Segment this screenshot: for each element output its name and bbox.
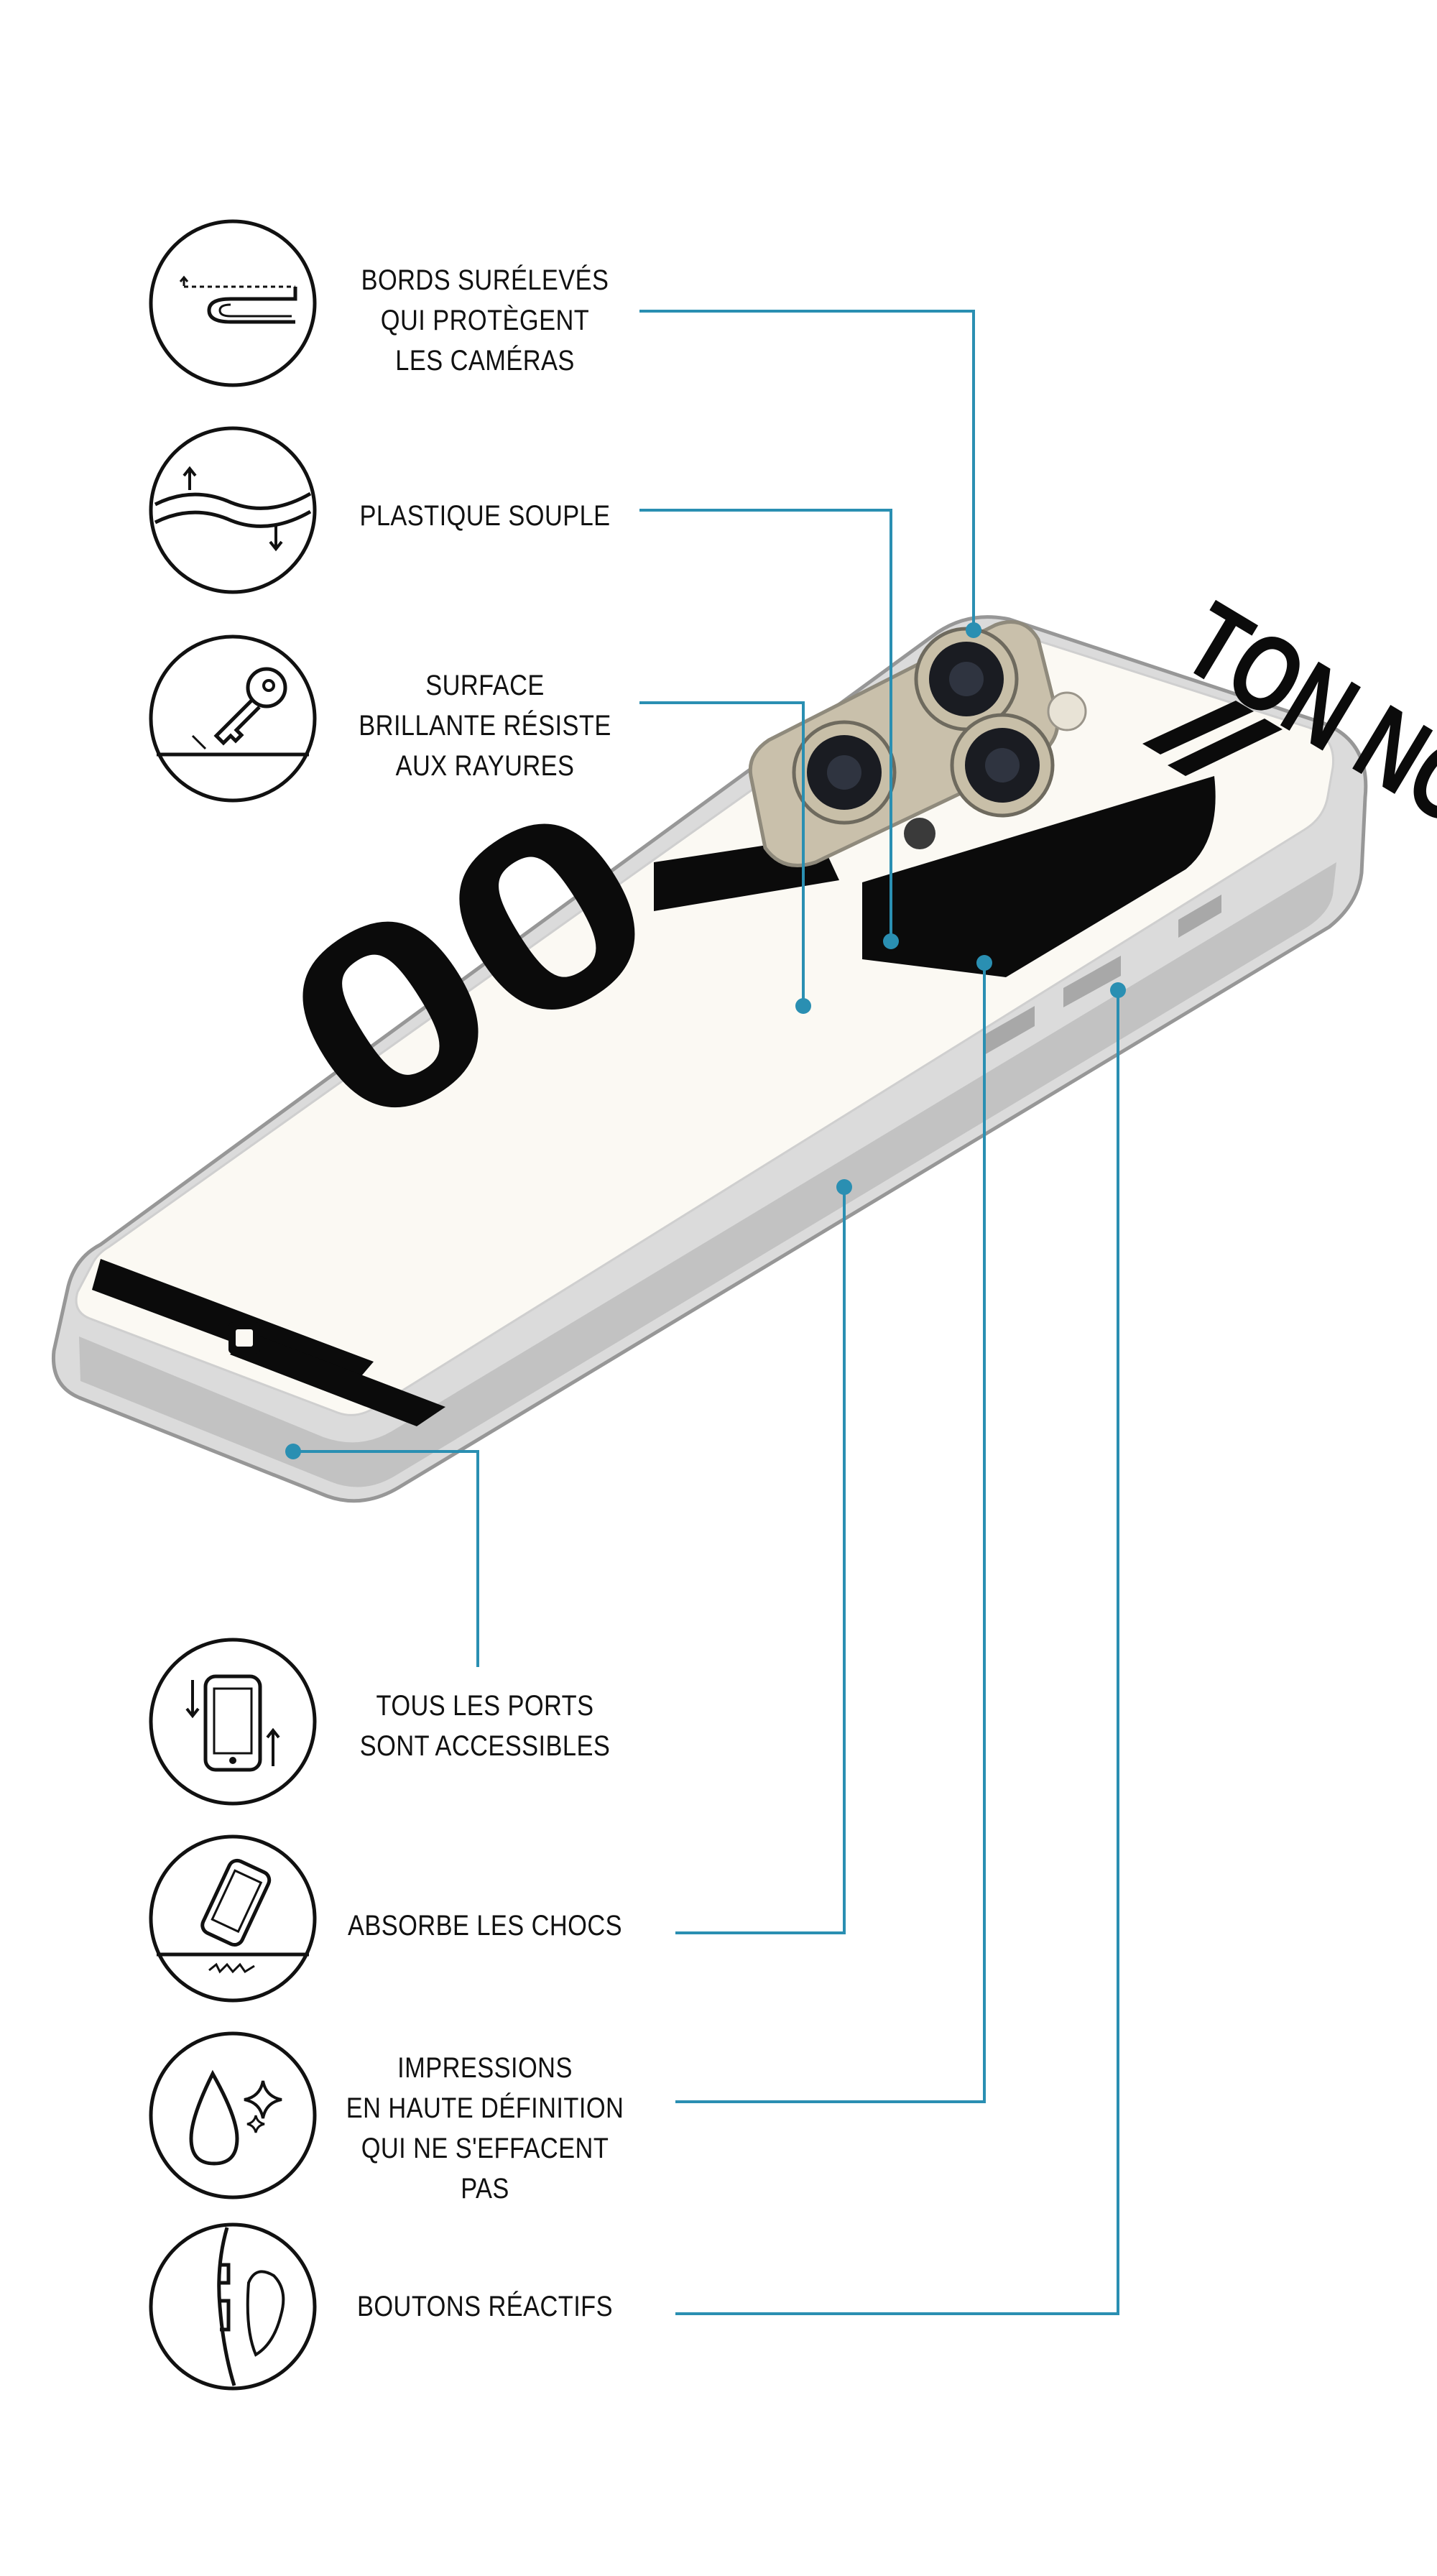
feature-label-buttons: BOUTONS RÉACTIFS [356, 2291, 614, 2322]
feature-label-shock: ABSORBE LES CHOCS [347, 1910, 623, 1942]
shock-phone-icon [149, 1834, 317, 2003]
camera-flash [1047, 691, 1087, 731]
leader-dots [285, 622, 1126, 1459]
side-button-3 [984, 1006, 1035, 1055]
phone-rotate-icon [149, 1638, 317, 1806]
raised-edges-icon [149, 219, 317, 387]
feature-label-flexible-plastic: PLASTIQUE SOUPLE [359, 500, 611, 532]
side-button-1 [1178, 895, 1221, 938]
feature-label-ports: TOUS LES PORTS SONT ACCESSIBLES [359, 1690, 611, 1762]
feature-label-raised-edges: BORDS SURÉLEVÉS QUI PROTÈGENT LES CAMÉRA… [361, 264, 609, 377]
side-button-2 [1063, 956, 1121, 1007]
feature-label-scratch-resistant: SURFACE BRILLANTE RÉSISTE AUX RAYURES [359, 670, 611, 782]
drop-sparkle-icon [149, 2031, 317, 2199]
scratch-key-icon [149, 634, 317, 803]
case-side [79, 862, 1336, 1487]
flexible-plastic-icon [149, 426, 317, 594]
jersey-bottom-stripe-2 [230, 1333, 445, 1426]
side-buttons-icon [149, 2222, 317, 2391]
feature-label-hd-print: IMPRESSIONS EN HAUTE DÉFINITION QUI NE S… [346, 2052, 624, 2205]
jersey-shoulder-block [862, 776, 1216, 977]
camera-sensor [904, 818, 935, 849]
jersey-top-stripe [1142, 701, 1254, 754]
leader-lines [293, 310, 1119, 2315]
jersey-top-stripe-2 [1168, 719, 1283, 776]
